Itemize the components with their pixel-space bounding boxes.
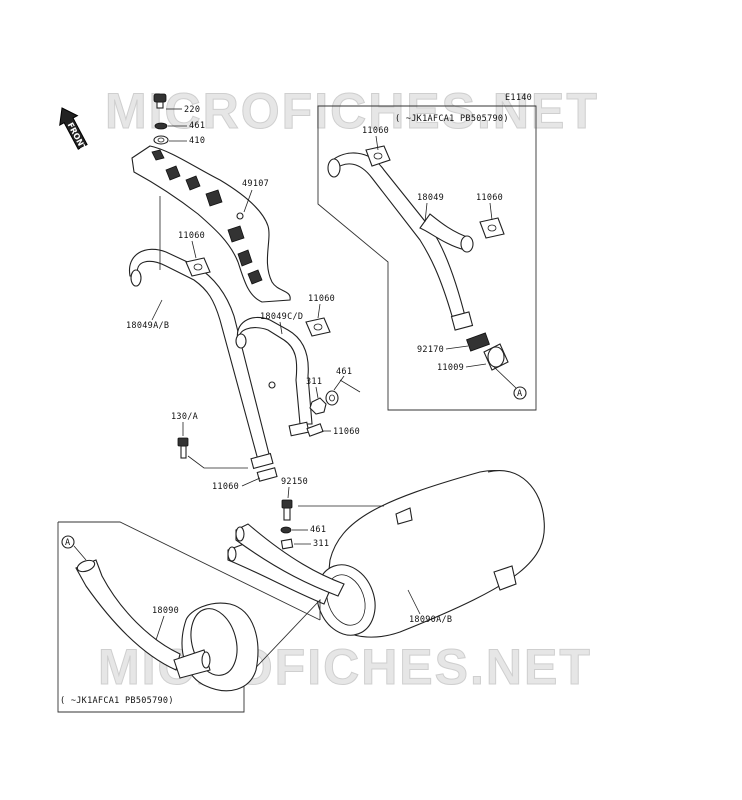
callout-a-top bbox=[513, 386, 527, 400]
label-11009: 11009 bbox=[437, 363, 464, 373]
bolt-220 bbox=[153, 93, 167, 109]
washer-410 bbox=[153, 135, 169, 145]
watermark-top: MICROFICHES.NET bbox=[105, 83, 599, 139]
label-11060-bottom: 11060 bbox=[212, 482, 239, 492]
label-18049-box: 18049 bbox=[417, 193, 444, 203]
bolt-92150 bbox=[281, 499, 293, 521]
gasket-11060-bottom bbox=[256, 467, 278, 482]
label-92150: 92150 bbox=[281, 477, 308, 487]
label-11060-mid: 11060 bbox=[308, 294, 335, 304]
svg-text:A: A bbox=[517, 389, 522, 399]
label-461-mid: 461 bbox=[336, 367, 352, 377]
label-130a: 130/A bbox=[171, 412, 198, 422]
clamp-92170 bbox=[466, 332, 490, 352]
variant-box-top bbox=[317, 105, 537, 411]
front-arrow-icon: FRONT bbox=[59, 107, 89, 153]
label-461-top: 461 bbox=[189, 121, 205, 131]
label-92170: 92170 bbox=[417, 345, 444, 355]
label-18090ab: 18090A/B bbox=[409, 615, 452, 625]
label-311-mid: 311 bbox=[306, 377, 322, 387]
diagram-code: E1140 bbox=[505, 93, 532, 103]
gasket-11060-pipe bbox=[306, 423, 324, 437]
front-label: FRONT bbox=[66, 121, 89, 153]
washer-461-top bbox=[154, 122, 168, 130]
label-220: 220 bbox=[184, 105, 200, 115]
callout-a-bottom bbox=[61, 535, 75, 549]
gasket-11060-box-b bbox=[479, 217, 505, 239]
variant-note-bottom: ( ~JK1AFCA1 PB505790) bbox=[60, 696, 174, 706]
label-11060-box1: 11060 bbox=[362, 126, 389, 136]
label-49107: 49107 bbox=[242, 179, 269, 189]
label-18090: 18090 bbox=[152, 606, 179, 616]
svg-text:A: A bbox=[65, 538, 70, 548]
label-410: 410 bbox=[189, 136, 205, 146]
label-461-low: 461 bbox=[310, 525, 326, 535]
pipe-18049-variant bbox=[327, 152, 474, 331]
gasket-11060-mid bbox=[305, 317, 331, 337]
muffler-18090ab bbox=[227, 470, 545, 638]
label-18049ab: 18049A/B bbox=[126, 321, 169, 331]
muffler-18090-variant bbox=[75, 559, 259, 692]
variant-note-top: ( ~JK1AFCA1 PB505790) bbox=[395, 114, 509, 124]
gasket-11060-left bbox=[185, 257, 211, 277]
watermark-bottom: MICROFICHES.NET bbox=[98, 639, 592, 695]
label-11060-left: 11060 bbox=[178, 231, 205, 241]
nut-311-low bbox=[280, 538, 294, 550]
label-11060-pipe: 11060 bbox=[333, 427, 360, 437]
washer-461-mid bbox=[325, 390, 339, 406]
label-18049cd: 18049C/D bbox=[260, 312, 303, 322]
washer-461-low bbox=[280, 526, 292, 534]
label-311-low: 311 bbox=[313, 539, 329, 549]
label-11060-box2: 11060 bbox=[476, 193, 503, 203]
variant-box-bottom bbox=[57, 521, 321, 713]
bolt-130a bbox=[177, 437, 189, 459]
nut-311-mid bbox=[309, 397, 327, 415]
pipe-18049cd bbox=[235, 316, 313, 437]
